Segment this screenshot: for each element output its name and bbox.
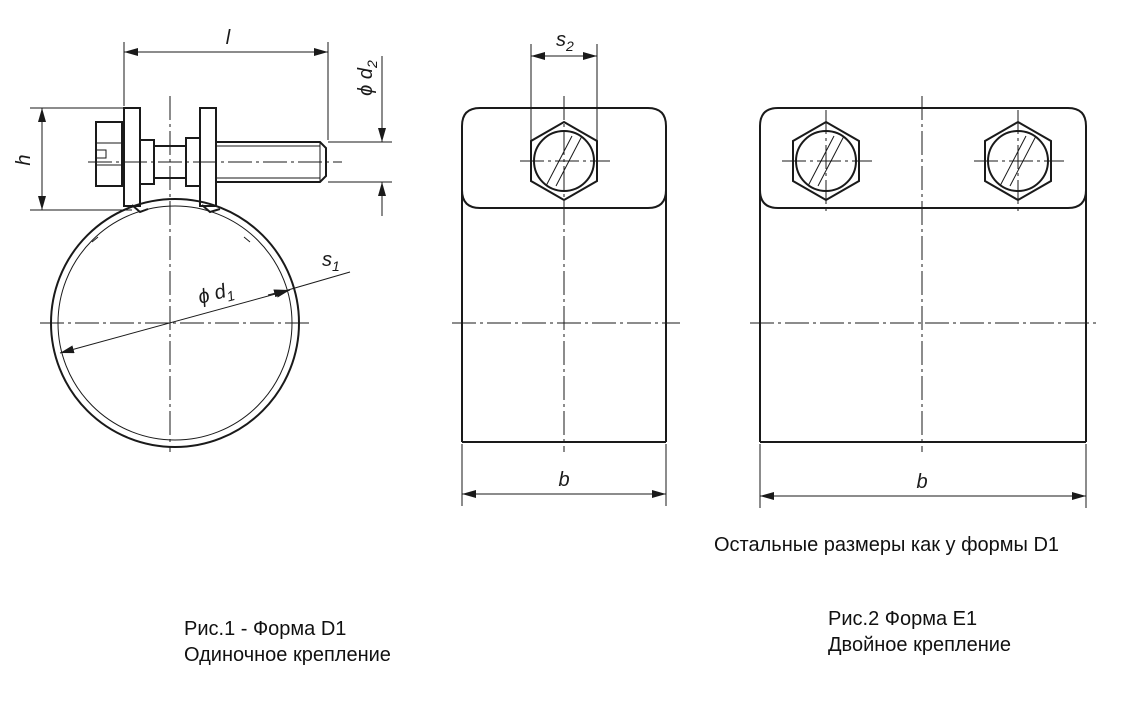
dim-d2-sub: 2 — [364, 60, 380, 69]
right-flange — [199, 107, 217, 207]
fig1-caption-line2: Одиночное крепление — [184, 644, 391, 666]
svg-text:ϕ d2: ϕ d2 — [355, 60, 380, 96]
dim-s2-sub: 2 — [565, 38, 574, 54]
dim-d2-label: ϕ d2 — [355, 60, 380, 96]
left-flange — [123, 107, 141, 207]
dim-b-single-label: b — [558, 469, 569, 491]
clamp-top-block-double — [759, 107, 1087, 209]
dim-b-double-label: b — [916, 471, 927, 493]
dim-l-label: l — [226, 27, 231, 49]
fig1-caption: Рис.1 - Форма D1 Одиночное крепление — [184, 616, 391, 668]
dim-h-label: h — [13, 154, 35, 165]
fig2-front-view: b — [750, 96, 1098, 508]
clamp-top-block — [461, 107, 667, 209]
dim-d2-text: ϕ d — [355, 67, 377, 96]
dim-s1-label: s1 — [322, 249, 340, 274]
dim-s1-text: s — [322, 249, 332, 271]
dim-d1-text: ϕ d — [196, 280, 229, 309]
fig2-caption-line2: Двойное крепление — [828, 634, 1012, 656]
fig1-caption-line1: Рис.1 - Форма D1 — [184, 618, 347, 640]
hex-bolt-single — [530, 120, 598, 202]
fig1-front-view: s2 b — [452, 29, 680, 506]
dim-s2-text: s — [556, 29, 566, 51]
fig1-side-view: l h ϕ d2 ϕ d1 s1 — [13, 27, 392, 452]
fig2-caption-line1: Рис.2 Форма E1 — [828, 608, 978, 630]
bolt-head — [95, 121, 123, 187]
note-text: Остальные размеры как у формы D1 — [714, 534, 1060, 556]
dim-s1-sub: 1 — [332, 258, 340, 274]
dim-s2-label: s2 — [556, 29, 574, 54]
fig2-caption: Рис.2 Форма E1 Двойное крепление — [828, 606, 1011, 658]
dim-d1-sub: 1 — [225, 287, 237, 304]
